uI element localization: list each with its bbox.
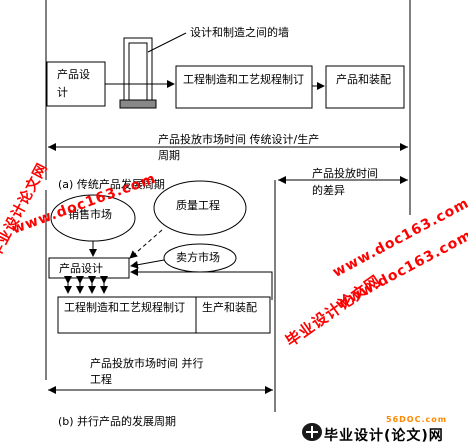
quality-eng-ellipse	[153, 180, 247, 236]
engineering-box	[175, 65, 313, 109]
assembly-box-b-label: 生产和装配	[202, 301, 257, 314]
diff-label-2: 的差异	[312, 184, 345, 197]
diff-label-1: 产品投放时间	[312, 167, 378, 180]
eng-box-b-label: 工程制造和工艺规程制订	[64, 301, 185, 314]
design-box-label-line2: 计	[57, 86, 68, 99]
wall-icon	[119, 37, 157, 109]
caption-b: (b) 并行产品的发展周期	[58, 415, 177, 428]
design-box-label-line1: 产品设	[57, 68, 90, 81]
sales-market-label: 销售市场	[68, 208, 112, 221]
eng-assembly-box	[57, 296, 271, 334]
engineering-box-label: 工程制造和工艺规程制订	[183, 73, 304, 86]
seller-market-label: 卖方市场	[176, 251, 220, 264]
traditional-time-label-2: 周期	[158, 149, 180, 162]
arrow-seller-to-design	[130, 259, 165, 269]
design-box-b-label: 产品设计	[59, 262, 103, 275]
design-box	[46, 61, 106, 107]
watermark-logo-text: 毕业设计(论文)网	[324, 428, 444, 444]
concurrent-cycle	[45, 180, 276, 412]
concurrent-time-label-2: 工程	[90, 373, 112, 386]
caption-a: (a) 传统产品发展周期	[58, 178, 165, 191]
wall-pointer-line	[147, 32, 187, 53]
watermark-logo-site: 56DOC.com	[386, 415, 448, 424]
watermark-logo	[302, 423, 322, 441]
assembly-box	[325, 65, 405, 109]
double-arrows	[64, 276, 108, 294]
quality-eng-label: 质量工程	[176, 199, 220, 212]
wall-label: 设计和制造之间的墙	[190, 26, 289, 39]
traditional-cycle	[45, 0, 411, 215]
assembly-box-label: 产品和装配	[336, 73, 391, 86]
feedback-arrow	[130, 268, 273, 300]
concurrent-time-label-1: 产品投放市场时间 并行	[90, 357, 204, 370]
time-difference	[278, 176, 408, 184]
traditional-time-label-1: 产品投放市场时间 传统设计/生产	[158, 133, 320, 146]
arrow-quality-to-design	[129, 229, 163, 259]
